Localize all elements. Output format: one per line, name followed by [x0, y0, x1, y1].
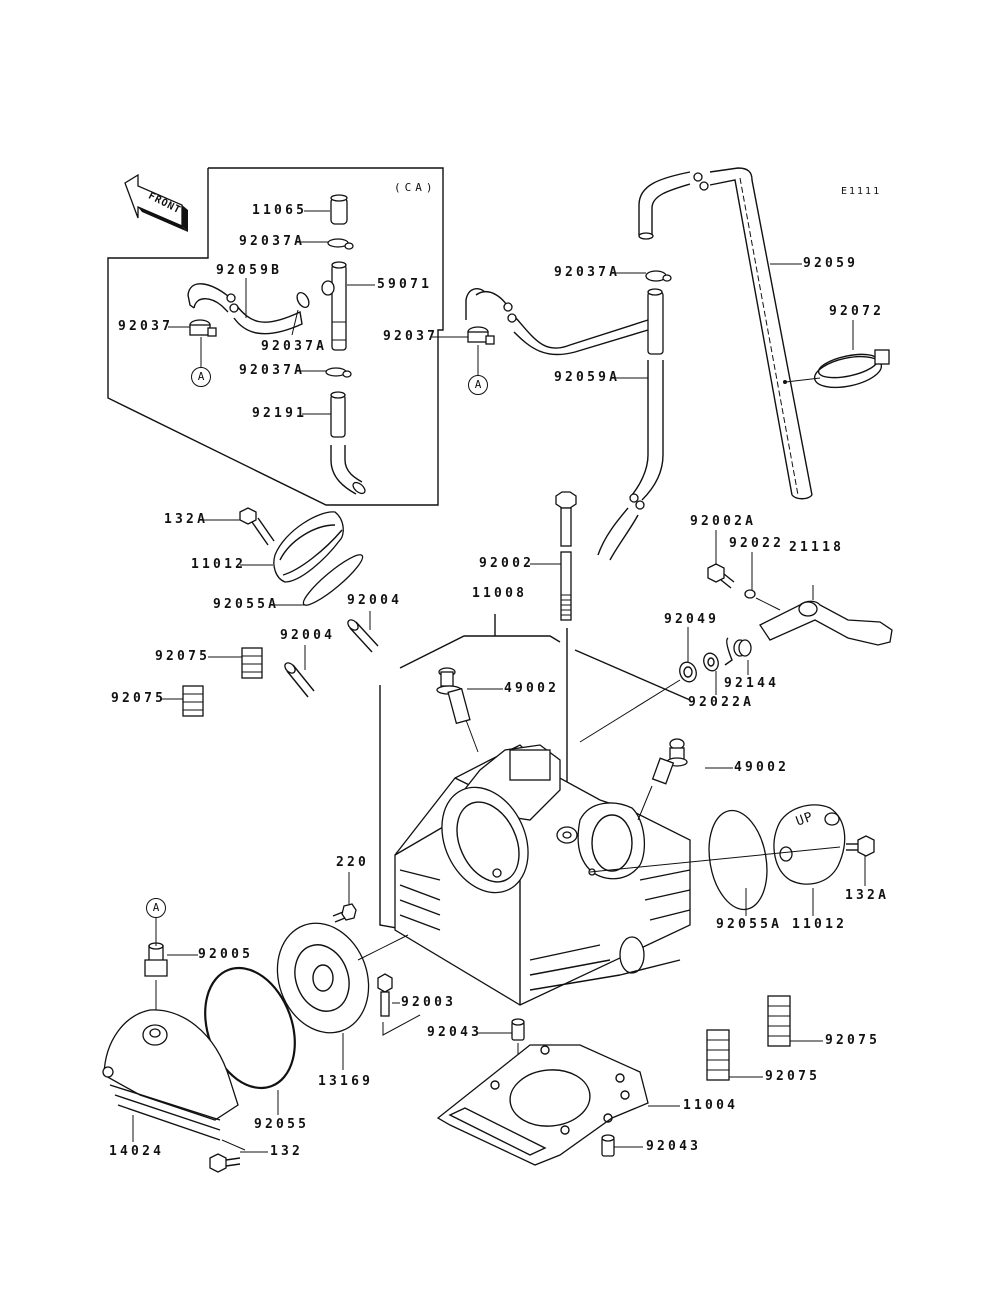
part-label-11012-side[interactable]: 11012 [792, 917, 848, 932]
clamp-92037-main-shape [467, 326, 495, 375]
part-label-49002-intake[interactable]: 49002 [504, 681, 560, 696]
part-label-92075-left-lower[interactable]: 92075 [111, 691, 167, 706]
damper-92075-left-upper-shape [241, 647, 263, 679]
part-label-220[interactable]: 220 [336, 855, 370, 870]
part-label-92049[interactable]: 92049 [664, 612, 720, 627]
part-label-92055a-side[interactable]: 92055A [716, 917, 783, 932]
part-label-132a-top[interactable]: 132A [164, 512, 209, 527]
region-note-ca: (CA) [394, 181, 437, 194]
hose-92059b-shape [187, 283, 303, 335]
part-label-92037a-ca-mid[interactable]: 92037A [261, 339, 328, 354]
hose-92059-shape [638, 167, 813, 500]
clamp-ca-mid-shape [291, 291, 310, 336]
bolt-92002a-shape [707, 563, 735, 589]
bolt-92003-shape [377, 973, 421, 1036]
reference-marker-a-lower: A [146, 898, 166, 918]
part-label-132a-side[interactable]: 132A [845, 888, 890, 903]
clamp-ca-left-shape [189, 319, 217, 368]
damper-92075-right-lower-shape [706, 1029, 730, 1081]
part-label-21118[interactable]: 21118 [789, 540, 845, 555]
part-label-92075-right-lower[interactable]: 92075 [765, 1069, 821, 1084]
leader-lines [132, 210, 866, 1153]
part-label-92059b[interactable]: 92059B [216, 263, 283, 278]
part-label-92037a-ca-top[interactable]: 92037A [239, 234, 306, 249]
reference-marker-a-ca: A [191, 367, 211, 387]
part-label-92022a[interactable]: 92022A [688, 695, 755, 710]
hose-92059a-shape [465, 288, 664, 561]
screw-220-shape [332, 903, 357, 923]
cap-11065-shape [330, 194, 348, 225]
part-label-92002a[interactable]: 92002A [690, 514, 757, 529]
part-label-14024[interactable]: 14024 [109, 1144, 165, 1159]
figure-code: E1111 [841, 186, 882, 197]
clamp-92037a-main-shape [645, 270, 672, 282]
part-label-59071[interactable]: 59071 [377, 277, 433, 292]
part-label-132[interactable]: 132 [270, 1144, 304, 1159]
part-label-92059[interactable]: 92059 [803, 256, 859, 271]
cylinder-head-shape [394, 744, 691, 1006]
part-label-92043-lower[interactable]: 92043 [646, 1139, 702, 1154]
damper-92075-left-lower-shape [182, 685, 204, 717]
front-arrow-icon [124, 173, 188, 232]
lever-21118-shape [759, 585, 893, 646]
washer-92022-shape [744, 589, 781, 611]
part-label-92072[interactable]: 92072 [829, 304, 885, 319]
part-label-92004-lower[interactable]: 92004 [280, 628, 336, 643]
part-label-92037-ca[interactable]: 92037 [118, 319, 174, 334]
stud-92004-upper-shape [347, 619, 379, 653]
dowel-92043-lower-shape [601, 1134, 615, 1157]
part-label-92003[interactable]: 92003 [401, 995, 457, 1010]
spring-92144-shape [724, 637, 752, 666]
part-label-92022[interactable]: 92022 [729, 536, 785, 551]
plate-13169-shape [276, 922, 409, 1034]
part-label-92055a-top[interactable]: 92055A [213, 597, 280, 612]
part-label-11012-top[interactable]: 11012 [191, 557, 247, 572]
bolt-132-shape [209, 1139, 246, 1173]
part-label-92004-upper[interactable]: 92004 [347, 593, 403, 608]
tjoint-59071-shape [321, 261, 347, 351]
washer-92022a-shape [703, 652, 719, 672]
part-label-92055[interactable]: 92055 [254, 1117, 310, 1132]
band-92072-shape [783, 349, 890, 389]
part-label-11065[interactable]: 11065 [252, 203, 308, 218]
ca-region-boundary [107, 167, 444, 506]
dowel-92043-upper-shape [511, 1018, 525, 1062]
part-label-92005[interactable]: 92005 [198, 947, 254, 962]
damper-92075-right-upper-shape [767, 995, 791, 1047]
part-label-49002-exhaust[interactable]: 49002 [734, 760, 790, 775]
clamp-ca-lower-shape [325, 367, 352, 378]
part-label-92075-left-upper[interactable]: 92075 [155, 649, 211, 664]
head-gasket-11004-shape [436, 1044, 649, 1166]
valve-guide-49002-intake-shape [436, 667, 479, 753]
oring-92055a-top-shape [302, 554, 364, 606]
fitting-92005-shape [144, 942, 168, 1010]
cover-14024-shape [102, 1009, 239, 1141]
bolt-132a-side-shape [846, 835, 875, 857]
part-label-13169[interactable]: 13169 [318, 1074, 374, 1089]
cover-11012-top-shape [273, 511, 344, 583]
valve-guide-49002-exhaust-shape [637, 738, 688, 821]
part-label-92037a-main[interactable]: 92037A [554, 265, 621, 280]
part-label-11008[interactable]: 11008 [472, 586, 528, 601]
part-label-92191[interactable]: 92191 [252, 406, 308, 421]
part-label-92075-right-upper[interactable]: 92075 [825, 1033, 881, 1048]
clamp-ca-top-shape [327, 238, 354, 250]
part-label-92144[interactable]: 92144 [724, 676, 780, 691]
cover-11012-side-shape [589, 804, 846, 885]
part-label-92059a[interactable]: 92059A [554, 370, 621, 385]
oil-seal-92049-shape [579, 661, 697, 743]
part-label-92002[interactable]: 92002 [479, 556, 535, 571]
part-label-92037-main[interactable]: 92037 [383, 329, 439, 344]
oring-92055a-side-shape [708, 809, 768, 911]
part-label-92043-upper[interactable]: 92043 [427, 1025, 483, 1040]
reference-marker-a-main: A [468, 375, 488, 395]
bolt-132a-top-shape [239, 507, 275, 546]
part-label-11004[interactable]: 11004 [683, 1098, 739, 1113]
part-label-92037a-ca-lower[interactable]: 92037A [239, 363, 306, 378]
stud-92004-lower-shape [284, 662, 315, 698]
hose-92191-shape [330, 391, 366, 495]
